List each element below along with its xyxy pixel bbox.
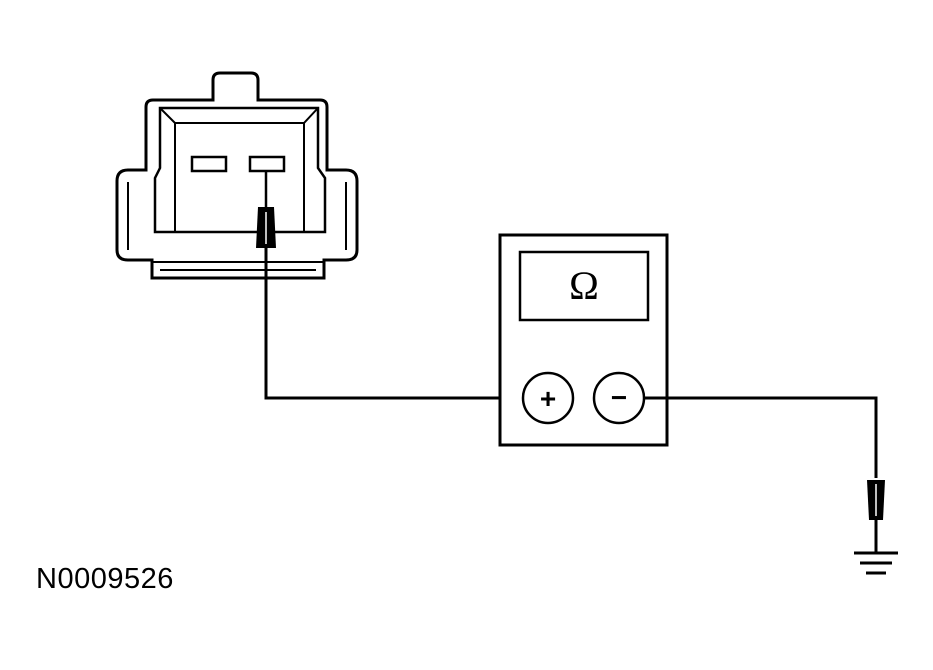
connector-icon xyxy=(115,71,359,280)
meter-display xyxy=(518,250,650,322)
ground-icon xyxy=(854,551,898,575)
positive-terminal-label: + xyxy=(540,383,556,414)
positive-lead-wire xyxy=(264,248,523,400)
ground-probe-icon xyxy=(867,480,885,552)
negative-lead-wire xyxy=(644,396,878,478)
probe-icon xyxy=(256,171,276,248)
ohm-symbol: Ω xyxy=(569,263,599,308)
figure-reference-id: N0009526 xyxy=(36,563,174,595)
positive-terminal xyxy=(521,371,575,425)
ohmmeter-icon: Ω + − xyxy=(498,233,669,447)
negative-terminal-label: − xyxy=(611,382,627,413)
